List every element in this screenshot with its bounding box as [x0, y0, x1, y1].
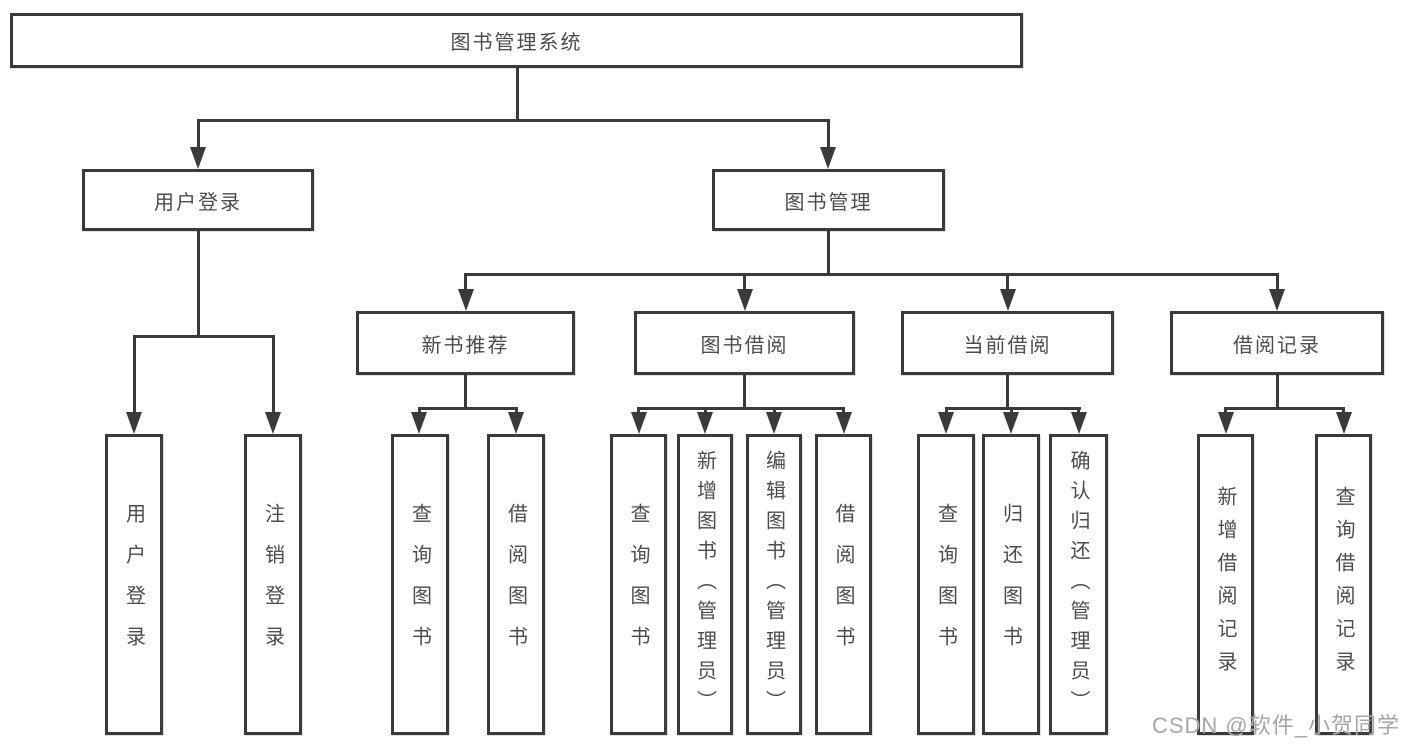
arrow-down-icon — [508, 412, 524, 434]
arrow-down-icon — [999, 289, 1016, 311]
connector-line — [1006, 375, 1009, 410]
node-user-login-label: 用户登录 — [154, 191, 242, 214]
leaf-confirm-return-admin-label: 确认归还（管理员） — [1067, 449, 1089, 720]
connector-line — [515, 68, 519, 122]
connector-line — [1224, 407, 1227, 414]
arrow-down-icon — [1217, 412, 1234, 434]
leaf-borrow-books-recommend-label: 借阅图书 — [504, 502, 527, 667]
connector-line — [1077, 407, 1080, 414]
connector-line — [196, 119, 200, 147]
watermark: CSDN @软件_小贺同学 — [1151, 713, 1400, 738]
connector-line — [464, 375, 467, 410]
leaf-borrow-books: 借阅图书 — [815, 434, 872, 735]
leaf-add-borrow-record-label: 新增借阅记录 — [1214, 485, 1236, 684]
leaf-query-books-current-label: 查询图书 — [934, 502, 957, 667]
leaf-query-books-current: 查询图书 — [917, 434, 975, 735]
connector-line — [1006, 273, 1009, 289]
leaf-logout: 注销登录 — [244, 434, 302, 735]
leaf-confirm-return-admin: 确认归还（管理员） — [1049, 434, 1108, 735]
connector-line — [1224, 407, 1345, 410]
leaf-query-books-borrow: 查询图书 — [610, 434, 667, 735]
node-user-login: 用户登录 — [82, 169, 314, 231]
arrow-down-icon — [1269, 289, 1285, 311]
arrow-down-icon — [1335, 412, 1352, 434]
connector-line — [1275, 375, 1279, 410]
node-current-borrow-label: 当前借阅 — [963, 334, 1052, 357]
leaf-query-books-borrow-label: 查询图书 — [627, 502, 649, 667]
connector-line — [827, 231, 830, 276]
node-new-book-recommend: 新书推荐 — [356, 311, 575, 375]
leaf-user-login-label: 用户登录 — [122, 502, 145, 667]
node-book-management-label: 图书管理 — [784, 191, 873, 214]
connector-line — [464, 273, 1279, 276]
leaf-return-books: 归还图书 — [982, 434, 1040, 735]
leaf-return-books-label: 归还图书 — [999, 502, 1022, 667]
leaf-query-books-recommend: 查询图书 — [391, 434, 449, 735]
leaf-borrow-books-label: 借阅图书 — [832, 502, 854, 667]
leaf-edit-books-admin: 编辑图书（管理员） — [746, 434, 802, 735]
node-book-management: 图书管理 — [712, 169, 945, 231]
leaf-borrow-books-recommend: 借阅图书 — [487, 434, 545, 735]
arrow-down-icon — [766, 412, 782, 434]
leaf-logout-label: 注销登录 — [261, 502, 284, 667]
connector-line — [1009, 407, 1013, 414]
node-new-book-recommend-label: 新书推荐 — [421, 334, 510, 357]
connector-line — [842, 407, 845, 414]
connector-line — [703, 407, 707, 414]
connector-line — [196, 119, 830, 122]
node-book-borrow: 图书借阅 — [634, 311, 855, 375]
connector-line — [772, 407, 776, 414]
leaf-add-books-admin: 新增图书（管理员） — [677, 434, 733, 735]
connector-line — [196, 231, 200, 338]
node-root-label: 图书管理系统 — [450, 32, 583, 54]
arrow-down-icon — [736, 289, 753, 311]
connector-line — [132, 335, 136, 412]
arrow-down-icon — [697, 412, 713, 434]
node-book-borrow-label: 图书借阅 — [700, 334, 789, 357]
node-borrow-records-label: 借阅记录 — [1233, 334, 1321, 357]
connector-line — [417, 407, 421, 414]
connector-line — [743, 273, 746, 289]
node-current-borrow: 当前借阅 — [901, 311, 1114, 375]
arrow-down-icon — [1070, 412, 1087, 434]
connector-line — [743, 375, 746, 410]
node-root: 图书管理系统 — [10, 13, 1023, 68]
leaf-query-borrow-record-label: 查询借阅记录 — [1332, 485, 1354, 684]
connector-line — [514, 407, 518, 414]
connector-line — [417, 407, 518, 410]
leaf-edit-books-admin-label: 编辑图书（管理员） — [762, 449, 785, 720]
connector-line — [271, 335, 275, 412]
connector-line — [1342, 407, 1345, 414]
leaf-query-books-recommend-label: 查询图书 — [408, 502, 431, 667]
arrow-down-icon — [630, 412, 647, 434]
connector-line — [637, 407, 845, 410]
arrow-down-icon — [126, 412, 142, 434]
arrow-down-icon — [457, 289, 474, 311]
arrow-down-icon — [820, 147, 836, 169]
leaf-query-borrow-record: 查询借阅记录 — [1315, 434, 1372, 735]
arrow-down-icon — [835, 412, 852, 434]
leaf-add-books-admin-label: 新增图书（管理员） — [693, 449, 716, 720]
leaf-add-borrow-record: 新增借阅记录 — [1197, 434, 1254, 735]
connector-line — [132, 335, 275, 338]
arrow-down-icon — [411, 412, 427, 434]
connector-line — [827, 119, 830, 147]
leaf-user-login: 用户登录 — [105, 434, 163, 735]
node-borrow-records: 借阅记录 — [1170, 311, 1384, 375]
connector-line — [464, 273, 467, 289]
arrow-down-icon — [190, 147, 206, 169]
arrow-down-icon — [938, 412, 954, 434]
connector-line — [1275, 273, 1279, 289]
connector-line — [637, 407, 640, 414]
arrow-down-icon — [1003, 412, 1019, 434]
connector-line — [944, 407, 1081, 410]
arrow-down-icon — [265, 412, 281, 434]
connector-line — [944, 407, 948, 414]
